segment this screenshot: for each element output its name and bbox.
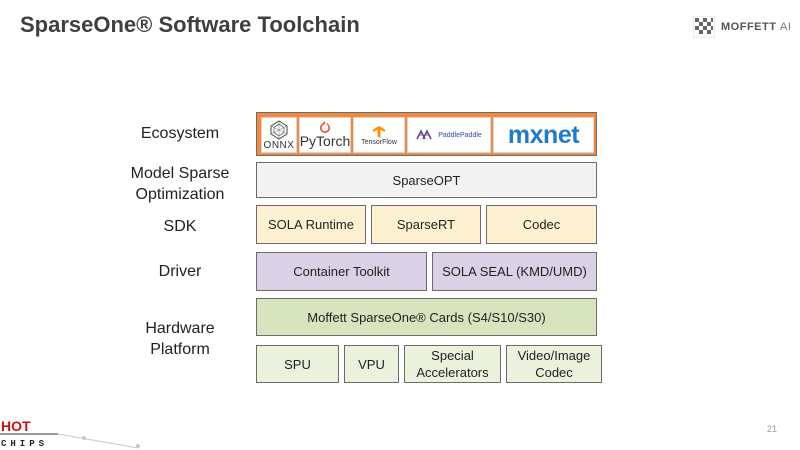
sparseopt-box: SparseOPT	[256, 162, 597, 198]
tensorflow-logo: TensorFlow	[353, 117, 405, 153]
paddlepaddle-icon	[416, 129, 432, 140]
hot-chips-logo: HOT CHIPS	[0, 418, 140, 449]
sparsert-box: SparseRT	[371, 205, 481, 244]
page-title: SparseOne® Software Toolchain	[20, 12, 360, 37]
special-accelerators-box: Special Accelerators	[404, 345, 501, 383]
video-image-codec-box: Video/Image Codec	[506, 345, 602, 383]
label-driver: Driver	[158, 263, 202, 280]
codec-box: Codec	[486, 205, 597, 244]
paddlepaddle-logo: PaddlePaddle	[407, 117, 491, 153]
pytorch-logo: PyTorch	[299, 117, 351, 153]
tensorflow-icon	[373, 125, 385, 138]
label-ecosystem: Ecosystem	[140, 125, 220, 142]
onnx-logo: ONNX	[261, 117, 297, 153]
svg-text:HOT: HOT	[1, 418, 31, 434]
pytorch-flame-icon	[320, 121, 330, 133]
sola-seal-box: SOLA SEAL (KMD/UMD)	[432, 252, 597, 291]
label-hardware-platform: Hardware Platform	[145, 320, 215, 358]
sparseone-cards-box: Moffett SparseOne® Cards (S4/S10/S30)	[256, 298, 597, 336]
page-number: 21	[767, 424, 778, 434]
vpu-box: VPU	[344, 345, 399, 383]
moffett-logo: MOFFETT AI	[693, 16, 791, 38]
ecosystem-box: ONNX PyTorch TensorFlow PaddlePaddle mxn…	[256, 112, 597, 156]
logo-wordmark: MOFFETT AI	[721, 21, 792, 33]
moffett-logo-icon	[693, 16, 715, 38]
container-toolkit-box: Container Toolkit	[256, 252, 427, 291]
spu-box: SPU	[256, 345, 339, 383]
onnx-icon	[270, 119, 288, 140]
svg-text:CHIPS: CHIPS	[1, 439, 48, 449]
sola-runtime-box: SOLA Runtime	[256, 205, 366, 244]
mxnet-logo: mxnet	[493, 117, 594, 153]
label-model-sparse-optimization: Model Sparse Optimization	[130, 165, 230, 203]
label-sdk: SDK	[163, 218, 197, 235]
